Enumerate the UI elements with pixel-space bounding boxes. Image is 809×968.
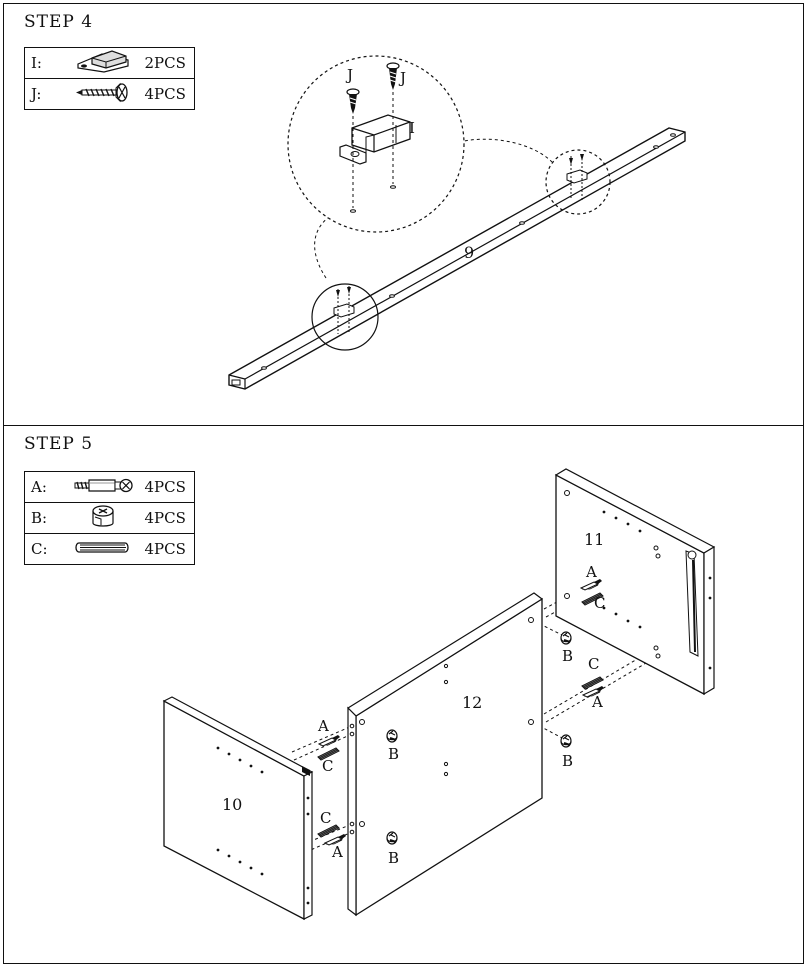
step-4-parts-list: I: 2PCS J:: [24, 47, 195, 110]
part-row-b: B: 4PCS: [24, 502, 195, 534]
panel-11: 11: [554, 468, 716, 696]
callout-c: C: [320, 809, 331, 827]
part-quantity: 4PCS: [138, 78, 195, 110]
callout-c: C: [588, 655, 599, 673]
part-row-j: J: 4PCS: [24, 78, 195, 110]
callout-b: B: [388, 849, 399, 867]
step-4-panel: STEP 4 I: 2PCS J:: [3, 3, 804, 426]
step-5-illustration: 11 12: [162, 468, 716, 921]
callout-a: A: [591, 693, 603, 711]
cam-locks-right: B B: [560, 631, 573, 770]
part-quantity: 4PCS: [138, 502, 195, 534]
panel-12-label: 12: [462, 693, 482, 712]
screw-j-right: [386, 62, 400, 90]
cam-lock-icon: [91, 505, 114, 527]
hardware-left-bottom: C A: [317, 809, 347, 861]
screw-j-right-label: J: [398, 69, 406, 87]
wood-dowel-icon: [74, 542, 129, 553]
rail-label: 9: [464, 243, 474, 262]
cam-bolt-icon: [74, 478, 133, 493]
hardware-right-top: A C: [580, 563, 605, 612]
callout-c: C: [322, 757, 333, 775]
catch-i-label: I: [409, 119, 415, 137]
part-quantity: 4PCS: [138, 471, 195, 503]
part-quantity: 2PCS: [138, 47, 195, 79]
callout-a: A: [331, 843, 343, 861]
step-5-parts-list: A: 4PCS B:: [24, 471, 195, 565]
part-letter: J:: [24, 78, 69, 110]
callout-b: B: [562, 647, 573, 665]
part-row-c: C: 4PCS: [24, 533, 195, 565]
catch-location-left: [311, 283, 379, 351]
part-quantity: 4PCS: [138, 533, 195, 565]
step-4-title: STEP 4: [24, 12, 94, 32]
panel-10-label: 10: [222, 795, 242, 814]
hardware-right-bottom: C A: [581, 655, 605, 711]
screw-icon: [75, 82, 128, 103]
panel-12: 12: [347, 592, 544, 917]
callout-b: B: [388, 745, 399, 763]
catch-location-right: [545, 149, 611, 215]
part-letter: B:: [24, 502, 69, 534]
cam-locks-middle: B B: [386, 729, 399, 867]
callout-a: A: [317, 717, 329, 735]
panel-11-label: 11: [584, 530, 604, 549]
screw-j-left: [346, 88, 360, 114]
callout-c: C: [594, 594, 605, 612]
catch-detail-callout: J J I: [287, 55, 465, 233]
part-letter: C:: [24, 533, 69, 565]
magnetic-catch-icon: [76, 50, 129, 73]
step-4-illustration: 9: [228, 55, 686, 390]
hardware-left-top: A C: [317, 717, 341, 775]
step-5-panel: STEP 5 A: 4PCS B:: [3, 425, 804, 964]
part-row-a: A: 4PCS: [24, 471, 195, 503]
part-letter: A:: [24, 471, 69, 503]
callout-b: B: [562, 752, 573, 770]
panel-10: 10: [162, 696, 314, 921]
callout-a: A: [585, 563, 597, 581]
screw-j-left-label: J: [345, 66, 353, 84]
step-5-title: STEP 5: [24, 434, 94, 454]
